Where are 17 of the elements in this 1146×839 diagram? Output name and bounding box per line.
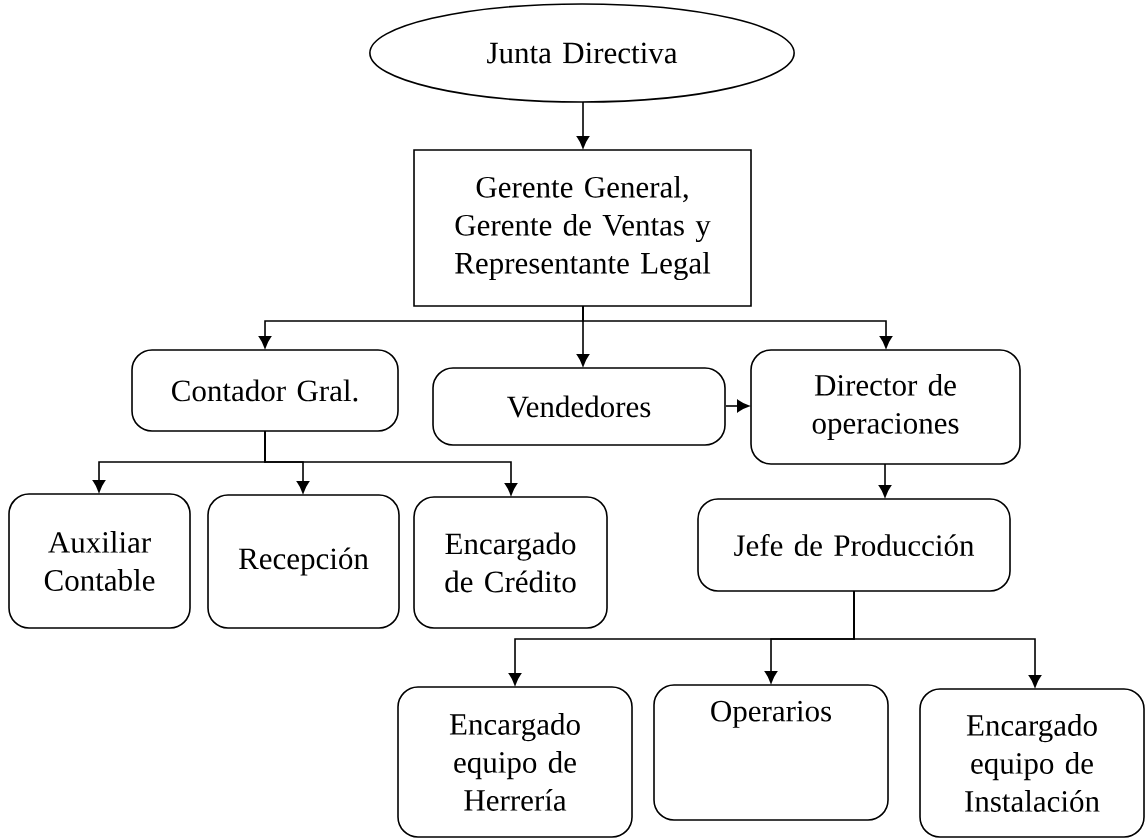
arrow — [582, 305, 893, 349]
arrow — [725, 399, 750, 413]
arrow — [264, 430, 518, 496]
position-box: Jefe de Producción — [697, 498, 1011, 592]
position-box: Encargado equipo de Instalación — [919, 688, 1145, 838]
position-box: Encargado equipo de Herrería — [397, 686, 633, 838]
arrow — [853, 590, 1042, 688]
position-box: Encargado de Crédito — [413, 496, 608, 629]
position-box: Auxiliar Contable — [8, 493, 191, 629]
position-box: Contador Gral. — [131, 349, 399, 432]
position-box: Gerente General, Gerente de Ventas y Representante Legal — [413, 149, 752, 307]
position-box: Operarios — [653, 684, 889, 821]
arrow — [576, 101, 590, 149]
position-box: Vendedores — [432, 367, 726, 446]
position-box: Director de operaciones — [750, 349, 1021, 465]
position-box: Recepción — [207, 494, 400, 629]
arrow — [878, 463, 892, 498]
